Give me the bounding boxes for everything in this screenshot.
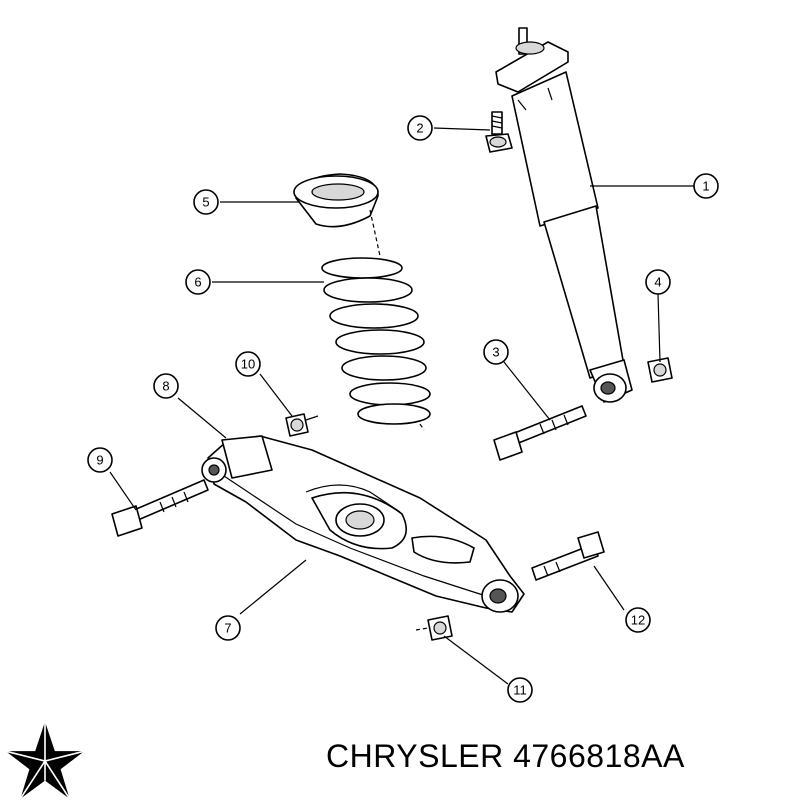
coil-spring [321, 257, 431, 431]
callout-12: 12 [625, 607, 651, 633]
svg-text:10: 10 [241, 357, 255, 372]
spring-isolator [293, 173, 381, 257]
part-number: 4766818AA [513, 738, 685, 774]
svg-text:9: 9 [96, 453, 103, 468]
arm-bolt-rear [531, 531, 605, 581]
svg-text:11: 11 [513, 683, 527, 698]
shock-absorber [495, 27, 633, 403]
svg-text:6: 6 [194, 275, 201, 290]
callout-8: 8 [153, 373, 179, 399]
svg-text:1: 1 [702, 179, 709, 194]
svg-text:12: 12 [631, 613, 645, 628]
svg-text:7: 7 [224, 621, 231, 636]
svg-text:3: 3 [492, 345, 499, 360]
shock-nut [647, 357, 673, 383]
callout-9: 9 [87, 447, 113, 473]
shock-bolt [493, 405, 587, 461]
svg-text:4: 4 [654, 275, 661, 290]
svg-text:8: 8 [162, 379, 169, 394]
brand-name: CHRYSLER [326, 738, 504, 774]
callout-7: 7 [215, 615, 241, 641]
callout-10: 10 [235, 351, 261, 377]
svg-text:5: 5 [202, 195, 209, 210]
arm-nut [285, 413, 319, 437]
callout-6: 6 [185, 269, 211, 295]
lower-control-arm [201, 435, 525, 613]
callout-1: 1 [693, 173, 719, 199]
callout-2: 2 [407, 115, 433, 141]
callout-5: 5 [193, 189, 219, 215]
leader-lines [109, 127, 696, 685]
arm-bolt-front [111, 479, 209, 537]
callout-4: 4 [645, 269, 671, 295]
arm-nut-rear [415, 615, 453, 641]
callout-3: 3 [483, 339, 509, 365]
upper-nut [485, 111, 513, 153]
svg-text:2: 2 [416, 121, 423, 136]
part-caption: CHRYSLER 4766818AA [326, 738, 685, 775]
chrysler-pentastar-icon [5, 721, 85, 800]
callout-11: 11 [507, 677, 533, 703]
